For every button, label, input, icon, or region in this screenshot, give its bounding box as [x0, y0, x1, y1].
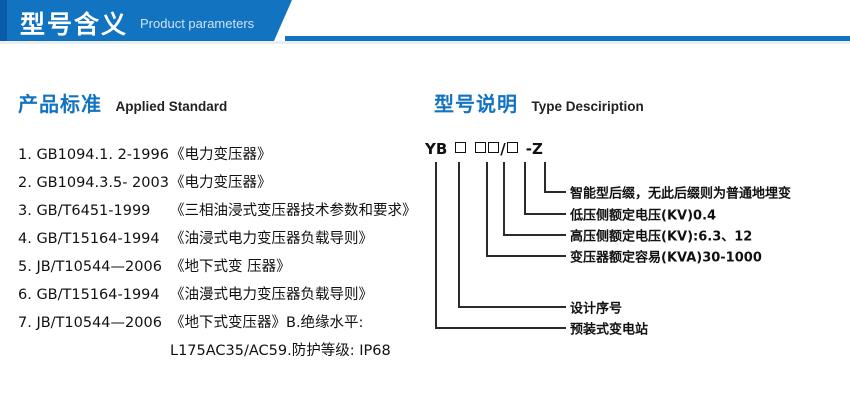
- leader-vline-smart-suffix: [544, 162, 546, 192]
- page-header-banner: 型号含义 Product parameters: [0, 0, 850, 44]
- standard-code: 5. JB/T10544—2006: [18, 259, 162, 275]
- standard-name: 《地下式变压器》B.绝缘水平:: [170, 315, 364, 331]
- section-heading-cn: 型号说明: [434, 92, 518, 116]
- code-prefix: YB: [425, 140, 448, 158]
- leader-hline-capacity: [486, 255, 566, 257]
- standard-code: 6. GB/T15164-1994: [18, 287, 160, 303]
- code-box-hv: [488, 142, 500, 153]
- code-suffix: Z: [532, 140, 543, 158]
- standard-name: 《电力变压器》: [170, 147, 272, 163]
- banner-tail-rule: [285, 36, 850, 41]
- leader-hline-hv-voltage: [503, 234, 566, 236]
- code-box-lv: [506, 142, 518, 153]
- code-box-capacity: [475, 142, 487, 153]
- leader-vline-lv-voltage: [524, 162, 526, 214]
- standard-name: 《油浸式电力变压器负载导则》: [170, 231, 373, 247]
- standard-code: 2. GB1094.3.5- 2003: [18, 175, 169, 191]
- leader-hline-smart-suffix: [544, 191, 566, 193]
- banner-body: [7, 0, 272, 44]
- list-item: 7. JB/T10544—2006 《地下式变压器》B.绝缘水平:: [18, 311, 428, 339]
- callout-hv-voltage: 高压侧额定电压(KV):6.3、12: [570, 229, 753, 245]
- type-code-diagram: YB / -Z 智能型后缀，无此后缀则为普通地埋变 低压侧额定电压(KV)0.4 高…: [420, 140, 850, 350]
- list-item: 5. JB/T10544—2006 《地下式变 压器》: [18, 255, 428, 283]
- list-item: 1. GB1094.1. 2-1996 《电力变压器》: [18, 143, 428, 171]
- leader-vline-capacity: [486, 162, 488, 256]
- standard-continuation-line: L175AC35/AC59.防护等级: IP68: [170, 343, 391, 359]
- standard-code: 3. GB/T6451-1999: [18, 203, 151, 219]
- leader-vline-hv-voltage: [503, 162, 505, 235]
- standard-code: 1. GB1094.1. 2-1996: [18, 147, 169, 163]
- callout-design-serial: 设计序号: [570, 301, 623, 317]
- leader-hline-lv-voltage: [524, 213, 566, 215]
- section-heading-applied-standard: 产品标准 Applied Standard: [18, 88, 227, 117]
- callout-substation: 预装式变电站: [570, 322, 649, 338]
- leader-vline-design-serial: [458, 162, 460, 307]
- code-slash: /: [500, 140, 506, 158]
- banner-underline: [0, 41, 850, 44]
- standard-name: 《油漫式电力变压器负载导则》: [170, 287, 373, 303]
- section-heading-en: Type Desciription: [531, 99, 644, 114]
- page-title: 型号含义: [20, 10, 129, 39]
- list-item: 4. GB/T15164-1994 《油浸式电力变压器负载导则》: [18, 227, 428, 255]
- leader-hline-substation: [435, 327, 566, 329]
- section-heading-cn: 产品标准: [18, 92, 102, 116]
- leader-hline-design-serial: [458, 306, 566, 308]
- banner-left-edge: [0, 0, 7, 44]
- type-code-string: YB / -Z: [425, 140, 543, 158]
- applied-standards-list: 1. GB1094.1. 2-1996 《电力变压器》 2. GB1094.3.…: [18, 143, 428, 369]
- callout-lv-voltage: 低压侧额定电压(KV)0.4: [570, 208, 717, 224]
- section-heading-type-description: 型号说明 Type Desciription: [434, 88, 644, 117]
- standard-code: 4. GB/T15164-1994: [18, 231, 160, 247]
- code-dash: -: [525, 140, 533, 158]
- callout-capacity: 变压器额定容易(KVA)30-1000: [570, 250, 762, 266]
- section-heading-en: Applied Standard: [115, 99, 228, 114]
- leader-vline-substation: [435, 162, 437, 328]
- list-item: 2. GB1094.3.5- 2003 《电力变压器》: [18, 171, 428, 199]
- standard-name: 《电力变压器》: [170, 175, 272, 191]
- callout-smart-suffix: 智能型后缀，无此后缀则为普通地埋变: [570, 186, 792, 202]
- list-item: 6. GB/T15164-1994 《油漫式电力变压器负载导则》: [18, 283, 428, 311]
- standard-name: 《三相油浸式变压器技术参数和要求》: [170, 203, 417, 219]
- code-box-design-serial: [455, 142, 467, 153]
- page-subtitle: Product parameters: [140, 16, 255, 31]
- standard-code: 7. JB/T10544—2006: [18, 315, 162, 331]
- list-item: 3. GB/T6451-1999 《三相油浸式变压器技术参数和要求》: [18, 199, 428, 227]
- standard-name: 《地下式变 压器》: [170, 259, 291, 275]
